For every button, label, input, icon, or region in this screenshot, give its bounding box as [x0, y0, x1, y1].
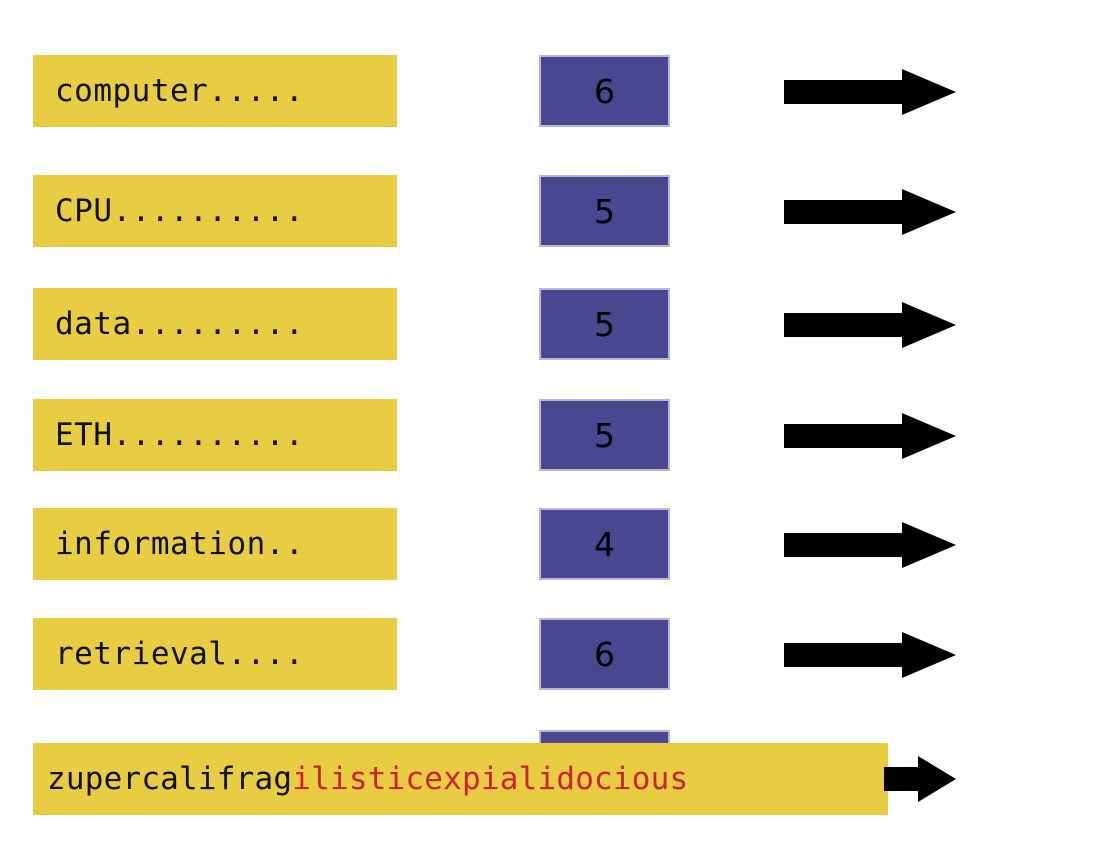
right-arrow-icon: [784, 632, 956, 678]
term-label: CPU..........: [55, 192, 305, 229]
count-cell[interactable]: 6: [539, 55, 670, 127]
right-arrow-icon: [784, 69, 956, 115]
right-arrow-icon: [784, 302, 956, 348]
term-label: retrieval....: [55, 635, 305, 672]
term-label: data.........: [55, 305, 305, 342]
term-cell[interactable]: CPU..........: [33, 175, 397, 247]
table-row: ETH.......... 5: [0, 399, 1108, 475]
table-row: data......... 5: [0, 288, 1108, 364]
term-cell[interactable]: data.........: [33, 288, 397, 360]
table-row-overflow: zupercalifragilisticexpialidocious: [0, 730, 1108, 816]
count-value: 5: [594, 191, 615, 231]
term-label: computer.....: [55, 72, 305, 109]
count-value: 6: [594, 634, 615, 674]
table-row: information.. 4: [0, 508, 1108, 584]
count-cell[interactable]: 5: [539, 399, 670, 471]
term-label-head: zupercalifrag: [47, 760, 293, 797]
count-cell[interactable]: 5: [539, 175, 670, 247]
right-arrow-icon: [884, 756, 956, 802]
term-cell[interactable]: computer.....: [33, 55, 397, 127]
term-label: ETH..........: [55, 416, 305, 453]
table-row: retrieval.... 6: [0, 618, 1108, 694]
term-cell[interactable]: information..: [33, 508, 397, 580]
term-label: information..: [55, 525, 305, 562]
table-row: CPU.......... 5: [0, 175, 1108, 251]
count-cell[interactable]: 6: [539, 618, 670, 690]
term-cell[interactable]: retrieval....: [33, 618, 397, 690]
count-cell[interactable]: 4: [539, 508, 670, 580]
count-cell[interactable]: 5: [539, 288, 670, 360]
right-arrow-icon: [784, 522, 956, 568]
term-label-tail: ilisticexpialidocious: [292, 760, 689, 797]
right-arrow-icon: [784, 413, 956, 459]
right-arrow-icon: [784, 189, 956, 235]
count-value: 5: [594, 304, 615, 344]
count-value: 6: [594, 71, 615, 111]
table-row: computer..... 6: [0, 55, 1108, 131]
term-label-overflow: zupercalifragilisticexpialidocious: [47, 760, 689, 797]
count-value: 5: [594, 415, 615, 455]
term-cell-overflow[interactable]: zupercalifragilisticexpialidocious: [33, 743, 888, 815]
term-cell[interactable]: ETH..........: [33, 399, 397, 471]
count-value: 4: [594, 524, 615, 564]
